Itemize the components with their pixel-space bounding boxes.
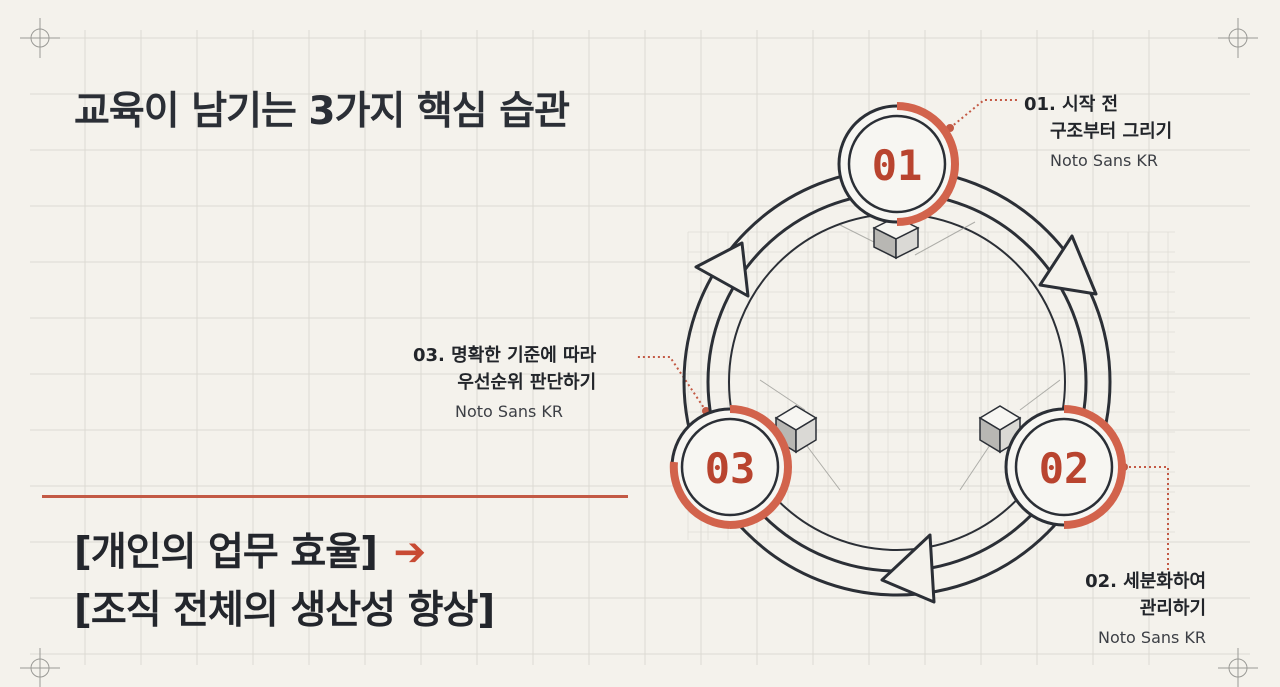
step-label-03-line-1: 03. 명확한 기준에 따라 — [413, 345, 597, 366]
step-label-02-line-1: 02. 세분화하여 — [1085, 571, 1207, 592]
conclusion-line-2: [조직 전체의 생산성 향상] — [74, 588, 495, 633]
step-label-03: 03. 명확한 기준에 따라 우선순위 판단하기 Noto Sans KR — [413, 342, 596, 425]
step-number-02: 02 — [1039, 444, 1090, 493]
step-label-01: 01. 시작 전 구조부터 그리기 Noto Sans KR — [1024, 91, 1172, 174]
step-node-02: 02 — [1004, 405, 1126, 529]
leader-line-03 — [636, 356, 707, 412]
cycle-arrows — [694, 234, 1098, 604]
conclusion-line-1: [개인의 업무 효율] ➔ — [74, 524, 494, 582]
step-label-01-font-note: Noto Sans KR — [1050, 151, 1159, 170]
cube-icons — [774, 216, 1022, 454]
step-label-02-font-note: Noto Sans KR — [1098, 628, 1207, 647]
step-node-01: 01 — [837, 102, 959, 226]
step-label-03-line-2: 우선순위 판단하기 — [457, 372, 597, 393]
arrow-head-bottom — [880, 533, 936, 604]
step-number-03: 03 — [705, 444, 756, 493]
step-node-03: 03 — [669, 405, 792, 529]
arrow-head-right — [1038, 234, 1098, 296]
leader-line-02 — [1124, 466, 1169, 572]
cube-icon-right — [978, 405, 1022, 454]
page-title: 교육이 남기는 3가지 핵심 습관 — [74, 89, 570, 134]
arrow-head-left — [694, 241, 750, 298]
step-label-01-line-2: 구조부터 그리기 — [1050, 121, 1173, 142]
conclusion-text-1: [개인의 업무 효율] — [74, 530, 378, 575]
arrow-right-icon: ➔ — [393, 530, 427, 575]
accent-divider — [42, 495, 628, 498]
step-number-01: 01 — [872, 141, 923, 190]
cube-icon-left — [774, 405, 818, 454]
corner-crosshairs — [20, 18, 1258, 687]
step-label-03-font-note: Noto Sans KR — [455, 402, 564, 421]
step-label-01-line-1: 01. 시작 전 — [1024, 94, 1119, 115]
leader-line-01 — [949, 99, 1018, 129]
step-label-02-line-2: 관리하기 — [1139, 598, 1207, 619]
leader-lines — [636, 99, 1169, 572]
step-label-02: 02. 세분화하여 관리하기 Noto Sans KR — [1064, 568, 1206, 651]
conclusion-block: [개인의 업무 효율] ➔ [조직 전체의 생산성 향상] — [74, 524, 495, 640]
